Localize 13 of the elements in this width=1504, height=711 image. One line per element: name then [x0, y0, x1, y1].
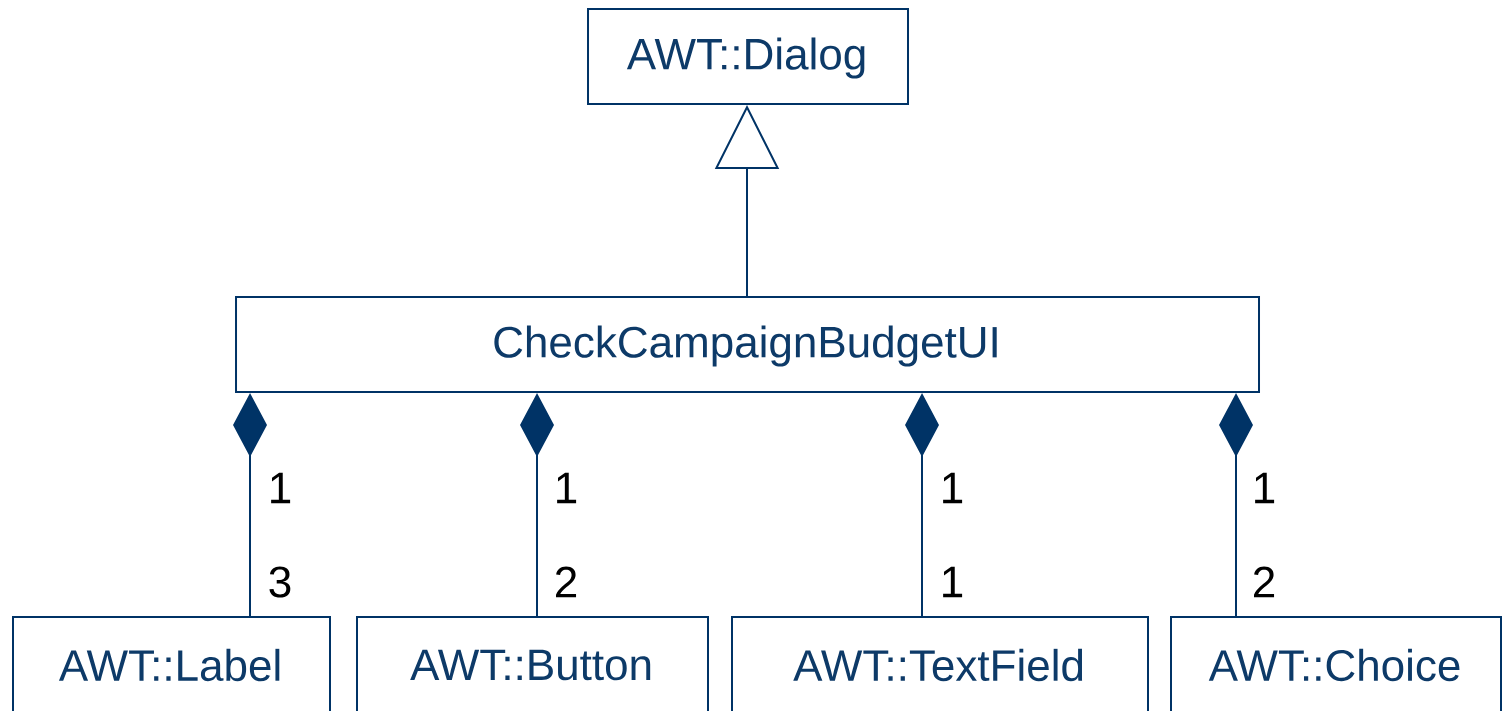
multiplicity: 2	[556, 566, 577, 598]
multiplicity: 1	[557, 472, 577, 504]
multiplicity: 3	[269, 566, 291, 598]
multiplicity: 1	[271, 472, 291, 504]
class-box: AWT::Label	[12, 616, 331, 711]
class-box: AWT::Choice	[1170, 616, 1502, 711]
multiplicity: 1	[943, 472, 963, 504]
multiplicity: 1	[943, 566, 963, 598]
class-box: AWT::TextField	[731, 616, 1149, 711]
class-box: CheckCampaignBudgetUI	[235, 296, 1260, 393]
multiplicity: 1	[1255, 472, 1275, 504]
class-box: AWT::Button	[356, 616, 709, 711]
multiplicity: 2	[1254, 566, 1275, 598]
